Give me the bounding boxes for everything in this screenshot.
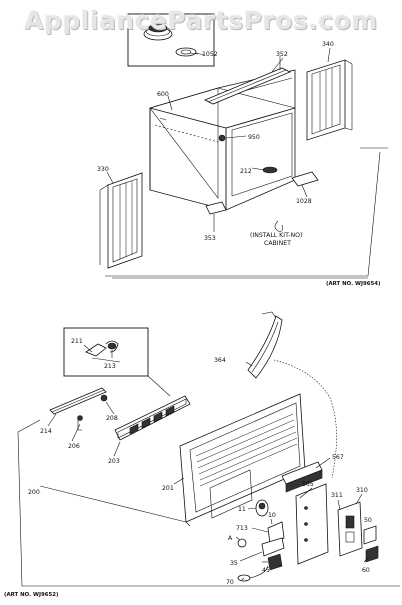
label-70: 70 xyxy=(226,579,234,586)
inset-seal-detail xyxy=(127,13,215,67)
label-212: 212 xyxy=(240,168,252,175)
control-box-567 xyxy=(281,461,323,493)
install-kit-note: (INSTALL KIT-NO) xyxy=(250,232,302,239)
label-10: 10 xyxy=(268,512,276,519)
label-565: 565 xyxy=(302,481,314,488)
art-number-top: (ART NO. WJ9654) xyxy=(326,281,380,287)
bracket-assembly xyxy=(49,387,108,431)
label-352: 352 xyxy=(276,51,288,58)
label-206: 206 xyxy=(68,443,80,450)
leader-lines-bottom xyxy=(47,344,369,581)
cover-364 xyxy=(247,311,283,379)
small-parts-top xyxy=(205,134,319,232)
inset-bracket-detail xyxy=(63,327,149,377)
label-353: 353 xyxy=(204,235,216,242)
label-713: 713 xyxy=(236,525,248,532)
label-214: 214 xyxy=(40,428,52,435)
art-number-bottom: (ART NO. WJ9652) xyxy=(4,592,58,598)
label-330: 330 xyxy=(97,166,109,173)
leader-lines-top xyxy=(106,47,331,232)
label-950: 950 xyxy=(248,134,260,141)
label-364: 364 xyxy=(214,357,226,364)
label-11: 11 xyxy=(238,506,246,513)
top-exploded-view: 1052 352 340 600 950 212 330 1028 353 (I… xyxy=(97,13,388,287)
cabinet-note: CABINET xyxy=(264,240,291,247)
side-panel-340 xyxy=(306,59,353,141)
label-600: 600 xyxy=(157,91,169,98)
label-311: 311 xyxy=(331,492,343,499)
label-213: 213 xyxy=(104,363,116,370)
label-201: 201 xyxy=(162,485,174,492)
label-a: A xyxy=(228,535,233,542)
label-200: 200 xyxy=(28,489,40,496)
label-340: 340 xyxy=(322,41,334,48)
label-1028: 1028 xyxy=(296,198,312,205)
louver-grille-203 xyxy=(114,395,191,441)
side-panel-330 xyxy=(99,172,143,269)
label-310: 310 xyxy=(356,487,368,494)
label-567: 567 xyxy=(332,454,344,461)
small-parts-bottom xyxy=(237,499,285,582)
label-50: 50 xyxy=(364,517,372,524)
top-rail-352 xyxy=(204,56,291,105)
label-1052: 1052 xyxy=(202,51,218,58)
bottom-exploded-view: 211 213 364 208 214 206 203 567 200 201 … xyxy=(4,311,400,598)
label-60: 60 xyxy=(362,567,370,574)
label-35: 35 xyxy=(230,560,238,567)
label-203: 203 xyxy=(108,458,120,465)
label-45: 45 xyxy=(262,567,270,574)
switch-bracket xyxy=(295,483,379,565)
label-211: 211 xyxy=(71,338,83,345)
label-208: 208 xyxy=(106,415,118,422)
